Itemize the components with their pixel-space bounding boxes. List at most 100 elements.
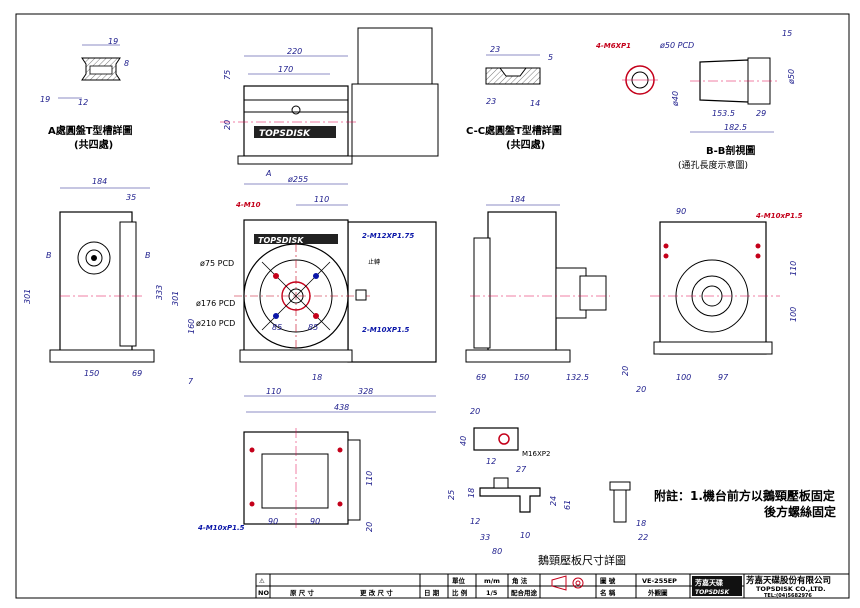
tb-unit: 單位	[452, 576, 466, 585]
note-line-1: 附註：1.機台前方以鵝頸壓板固定	[654, 488, 835, 503]
front-dim-7: 7	[188, 377, 194, 386]
clamp-detail: 20 40 12 27 M16XP2 25 18 24 61 12 33 80 …	[447, 407, 648, 567]
right-view: 184 69 150 132.5 20	[465, 195, 630, 382]
right-dim-150: 150	[514, 373, 529, 382]
left-dim-69: 69	[132, 369, 142, 378]
detail-a-dim-4: 12	[78, 98, 88, 107]
tb-unit-value: m/m	[484, 577, 500, 585]
left-section-mark-1: B	[46, 251, 52, 260]
tb-company-cn: 芳嘉天碟股份有限公司	[746, 575, 831, 586]
clamp-dim-12: 12	[486, 457, 496, 466]
rear-thread: 4-M10xP1.5	[756, 212, 803, 220]
right-dim-132: 132.5	[566, 373, 589, 382]
front-dim-85-a: 85	[272, 323, 282, 332]
bottom-view: 110 90 90 20 4-M10xP1.5	[198, 428, 374, 532]
clamp-title: 鵝頸壓板尺寸詳圖	[538, 553, 626, 567]
detail-b-view: 4-M6XP1 ø50 PCD 15 ø50 ø40 153.5 29 182.…	[596, 29, 796, 171]
front-dim-110-bottom: 110	[266, 387, 281, 396]
detail-b-pcd: ø50 PCD	[659, 41, 694, 50]
rear-dim-90: 90	[676, 207, 686, 216]
tb-company-tel: TEL:(04)5682976	[764, 593, 812, 599]
right-dim-20: 20	[621, 366, 630, 376]
front-dim-110-top: 110	[314, 195, 329, 204]
front-dim-160: 160	[187, 319, 196, 334]
bottom-dim-90-b: 90	[310, 517, 320, 526]
detail-c-view: 23 5 23 14 C-C處圓盤T型槽詳圖 (共四處)	[466, 45, 562, 151]
detail-b-thread: 4-M6XP1	[596, 42, 631, 50]
front-label-m10: 4-M10	[236, 201, 261, 209]
front-dim-85-b: 85	[308, 323, 318, 332]
detail-b-subtitle: (通孔長度示意圖)	[678, 159, 748, 171]
detail-c-dim-2: 5	[548, 53, 553, 62]
rear-dim-20: 20	[636, 385, 646, 394]
right-dim-69: 69	[476, 373, 486, 382]
tb-drawing-no: 圖 號	[600, 576, 616, 585]
rear-view: 90 4-M10xP1.5 110 100 100 97 20	[636, 207, 803, 394]
clamp-dim-18: 18	[467, 488, 476, 498]
front-dim-18: 18	[312, 373, 322, 382]
bottom-dim-90-a: 90	[268, 517, 278, 526]
detail-b-dim-15: 15	[782, 29, 792, 38]
left-section-mark-2: B	[145, 251, 151, 260]
left-dim-184: 184	[92, 177, 107, 186]
bottom-dim-20: 20	[365, 522, 374, 532]
clamp-dim-33: 33	[480, 533, 490, 542]
clamp-dim-61: 61	[563, 500, 572, 510]
front-label-pcd210: ø210 PCD	[196, 319, 235, 328]
rear-dim-110: 110	[789, 261, 798, 276]
clamp-dim-22: 22	[638, 533, 648, 542]
clamp-dim-40: 40	[459, 436, 468, 446]
left-dim-35: 35	[126, 193, 136, 202]
detail-a-view: 19 8 19 12 A處圓盤T型槽詳圖 (共四處)	[40, 37, 133, 151]
detail-b-dim-40: ø40	[671, 91, 680, 107]
detail-b-dim-153: 153.5	[712, 109, 735, 118]
left-dim-301: 301	[23, 289, 32, 304]
clamp-dim-20: 20	[470, 407, 480, 416]
detail-a-dim-1: 19	[108, 37, 118, 46]
clamp-dim-18-b: 18	[636, 519, 646, 528]
rear-dim-100-v: 100	[789, 307, 798, 322]
tb-scale-value: 1/5	[486, 589, 498, 597]
detail-c-dim-3: 23	[486, 97, 496, 106]
detail-c-title: C-C處圓盤T型槽詳圖	[466, 124, 562, 137]
front-label-stop: 止轉	[368, 258, 380, 266]
top-view-logo: TOPSDISK	[259, 129, 311, 139]
tb-changed-size: 更 改 尺 寸	[360, 588, 393, 597]
note-line-2: 後方螺絲固定	[764, 504, 836, 519]
detail-b-dim-182: 182.5	[724, 123, 747, 132]
clamp-dim-10: 10	[520, 531, 530, 540]
front-dim-301: 301	[171, 291, 180, 306]
clamp-dim-27: 27	[516, 465, 527, 474]
clamp-dim-24: 24	[549, 496, 558, 506]
tb-original-size: 原 尺 寸	[290, 588, 315, 597]
clamp-dim-12-b: 12	[470, 517, 480, 526]
rear-dim-100-h: 100	[676, 373, 691, 382]
title-block: ⚠ NO 原 尺 寸 更 改 尺 寸 日 期 單位 m/m 比 例 1/5 角 …	[255, 573, 850, 599]
tb-logo-sub: TOPSDISK	[695, 589, 730, 596]
top-dim-75: 75	[223, 70, 232, 80]
detail-b-title: B-B剖視圖	[706, 144, 755, 157]
top-dim-255: ø255	[287, 175, 308, 184]
left-view: 184 35 B B 301 150 69	[23, 177, 155, 378]
detail-a-subtitle: (共四處)	[74, 138, 113, 151]
right-dim-184: 184	[510, 195, 525, 204]
front-logo: TOPSDISK	[258, 236, 304, 245]
detail-c-dim-1: 23	[490, 45, 500, 54]
clamp-thread: M16XP2	[522, 450, 550, 458]
front-label-pcd75: ø75 PCD	[200, 259, 234, 268]
top-view: 220 170 75 20 TOPSDISK A ø255	[220, 27, 439, 185]
front-label-m12: 2-M12XP1.75	[362, 232, 414, 240]
clamp-dim-25: 25	[447, 490, 456, 500]
front-dim-333: 333	[155, 285, 164, 300]
bottom-dim-110: 110	[365, 471, 374, 486]
rear-dim-97: 97	[718, 373, 729, 382]
detail-c-dim-4: 14	[530, 99, 540, 108]
tb-angle-method: 角 法	[512, 576, 528, 585]
tb-name: 名 稱	[600, 588, 616, 597]
top-dim-170: 170	[278, 65, 293, 74]
tb-logo-text: 芳嘉天碟	[695, 578, 723, 587]
front-dim-328: 328	[358, 387, 373, 396]
detail-a-dim-2: 8	[124, 59, 129, 68]
detail-c-subtitle: (共四處)	[506, 138, 545, 151]
